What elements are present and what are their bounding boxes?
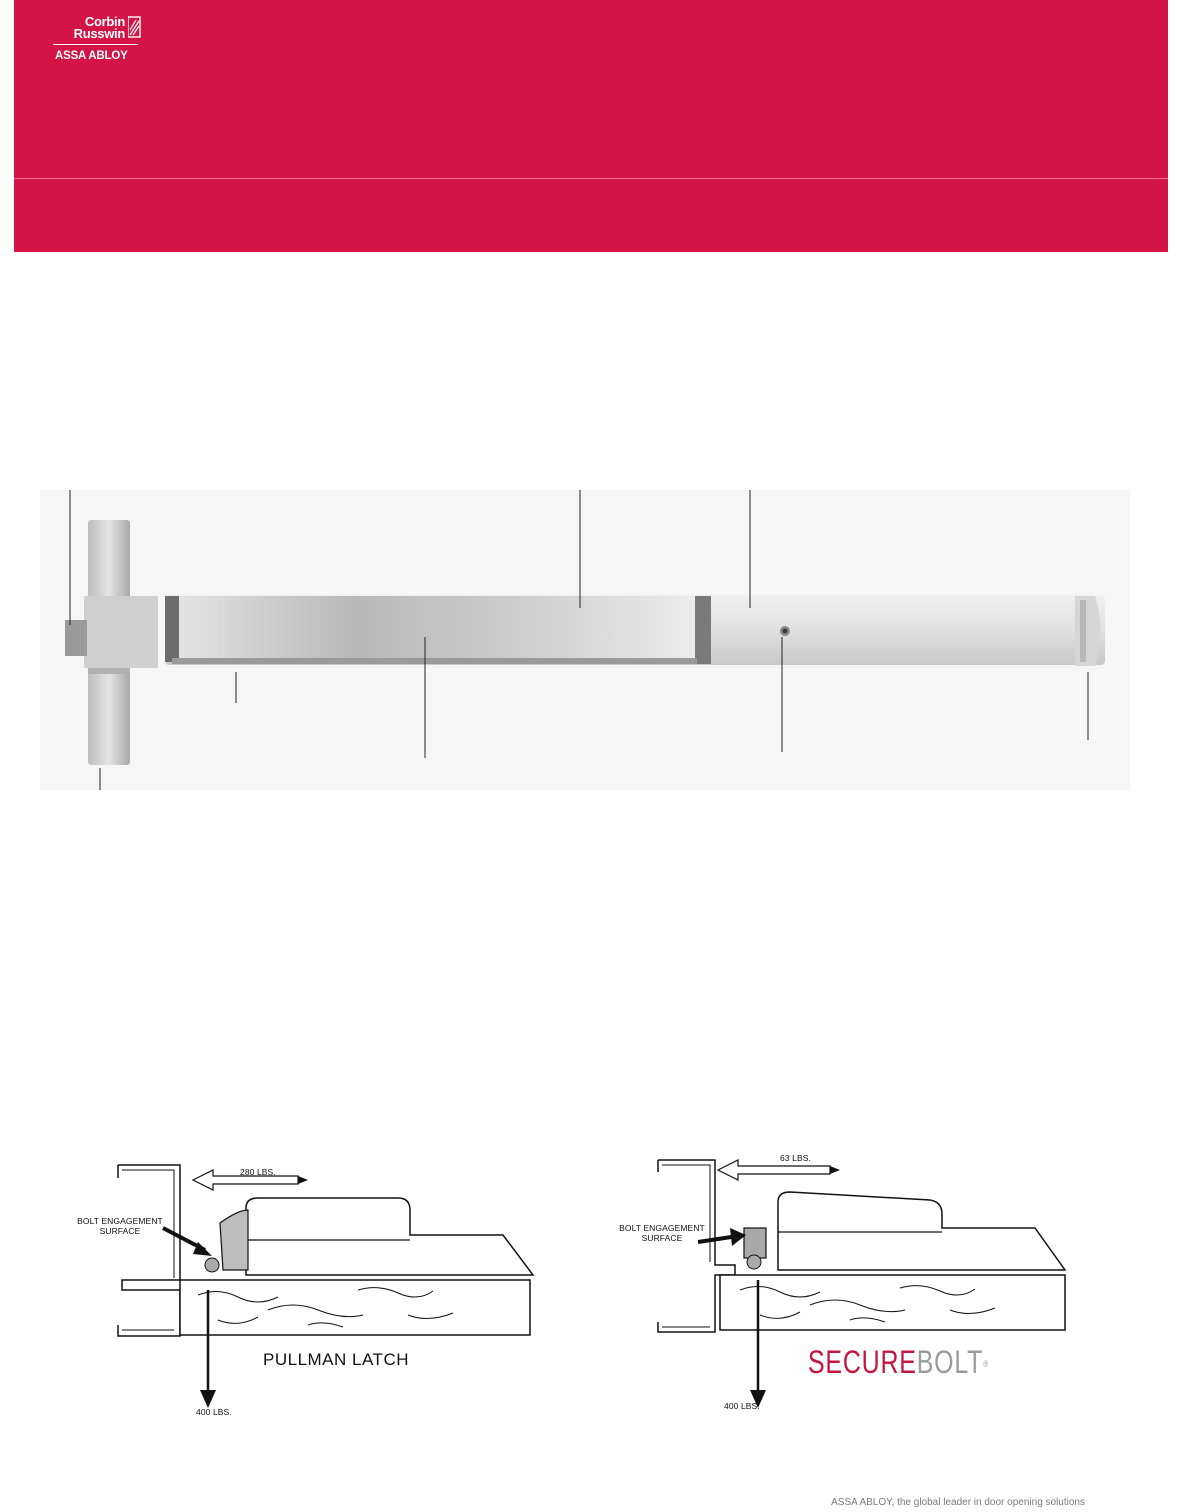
right-force-bottom-label: 400 LBS. <box>724 1401 760 1411</box>
securebolt-diagram <box>657 1159 1067 1408</box>
pullman-latch-diagram <box>117 1164 535 1408</box>
exit-device-photo <box>40 490 1130 790</box>
securebolt-logo: SECUREBOLT® <box>808 1344 989 1380</box>
left-force-top-label: 280 LBS. <box>240 1167 276 1177</box>
right-force-top-label: 63 LBS. <box>780 1153 811 1163</box>
header-band <box>14 0 1168 252</box>
pullman-latch-title: PULLMAN LATCH <box>263 1350 409 1369</box>
securebolt-secure-text: SECURE <box>808 1344 917 1380</box>
brand-name-line2: Russwin <box>73 26 126 41</box>
left-callout-label: BOLT ENGAGEMENT SURFACE <box>77 1216 163 1236</box>
left-force-bottom-label: 400 LBS. <box>196 1407 232 1417</box>
securebolt-bolt-text: BOLT <box>916 1344 984 1380</box>
right-callout-label: BOLT ENGAGEMENT SURFACE <box>619 1223 705 1243</box>
header-divider <box>14 178 1168 179</box>
logo-divider <box>53 44 138 45</box>
brand-mark-icon <box>128 16 141 38</box>
registered-mark: ® <box>983 1359 990 1369</box>
footer-tagline: ASSA ABLOY, the global leader in door op… <box>831 1497 1085 1508</box>
parent-company-name: ASSA ABLOY <box>55 50 128 62</box>
brand-name-line1: Corbin <box>84 14 125 29</box>
